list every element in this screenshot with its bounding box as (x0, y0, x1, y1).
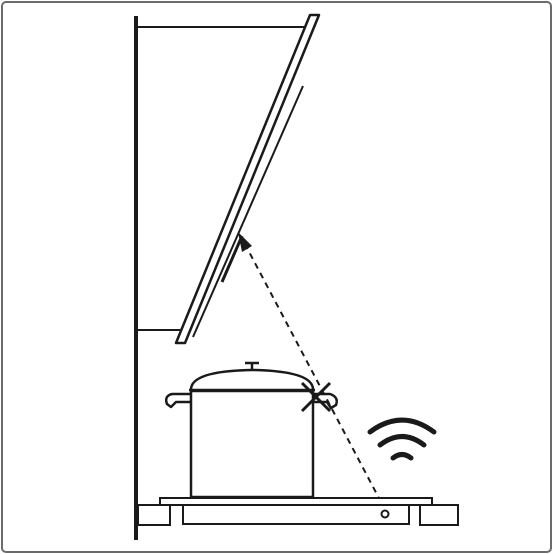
wifi-arc-outer (367, 417, 437, 435)
wifi-arc-middle (377, 434, 427, 448)
cooktop-glass-top (159, 497, 433, 506)
signal-dashed-line (245, 245, 382, 503)
pot-handle-left (164, 392, 191, 409)
x-mark-icon (300, 381, 332, 413)
counter-right (419, 504, 459, 526)
pot-lid (189, 368, 315, 390)
x-mark-stroke-2 (300, 381, 332, 413)
hood-sensor-window (220, 235, 244, 283)
cooktop (137, 497, 459, 526)
hood-glass-panel (174, 13, 321, 345)
hood-inner-line (192, 85, 304, 338)
cooktop-body (182, 504, 410, 525)
counter-left (137, 504, 171, 526)
pot-handle-right (313, 392, 338, 410)
sensor-dot-icon (380, 509, 390, 519)
wifi-arc-inner (390, 452, 414, 461)
signal-arrowhead (238, 232, 252, 252)
range-hood (136, 13, 321, 345)
pot-body (189, 389, 315, 499)
cooking-pot (164, 361, 338, 499)
signal-path (238, 232, 382, 503)
wifi-signal-icon (367, 417, 437, 461)
